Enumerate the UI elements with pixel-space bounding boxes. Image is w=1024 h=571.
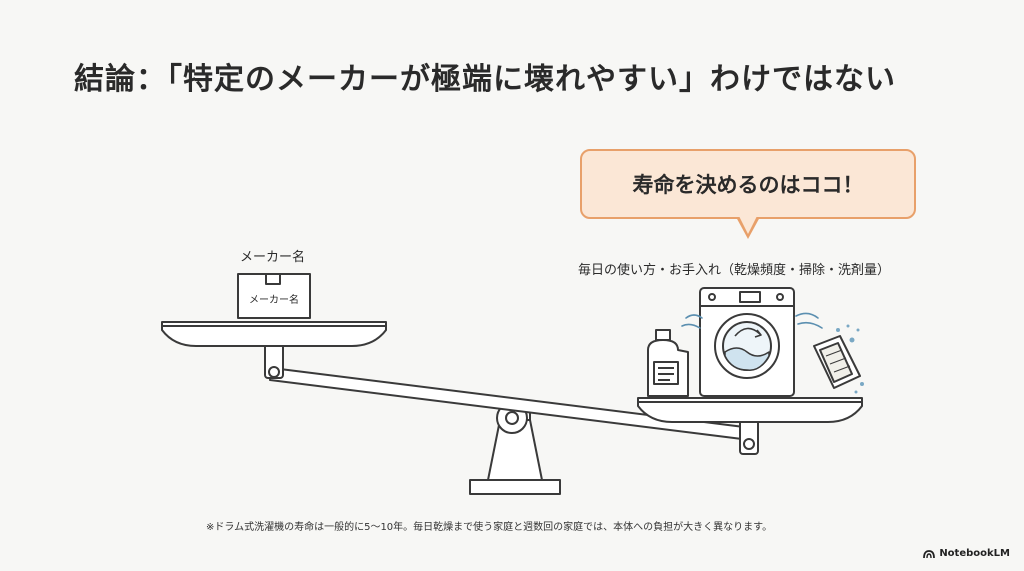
- footnote: ※ドラム式洗濯機の寿命は一般的に5〜10年。毎日乾燥まで使う家庭と週数回の家庭で…: [206, 522, 773, 533]
- brand-name: NotebookLM: [939, 548, 1010, 559]
- right-pan-label: 毎日の使い方・お手入れ（乾燥頻度・掃除・洗剤量）: [578, 263, 891, 278]
- airflow-icon: [681, 312, 823, 329]
- page-title: 結論：「特定のメーカーが極端に壊れやすい」わけではない: [74, 62, 896, 97]
- callout-text: 寿命を決めるのはココ！: [632, 173, 864, 197]
- left-pan-label: メーカー名: [240, 250, 306, 265]
- scale-stand: [487, 419, 543, 481]
- notebook-logo-icon: [923, 549, 936, 558]
- lint-filter-icon: [813, 335, 861, 389]
- maker-box: [237, 273, 311, 319]
- dust-particles-icon: [836, 324, 864, 394]
- detergent-bottle-icon: [647, 329, 689, 397]
- left-pan: [161, 321, 387, 347]
- callout-tail-inner: [739, 216, 757, 234]
- brand-watermark: NotebookLM: [923, 548, 1010, 559]
- callout-bubble: 寿命を決めるのはココ！: [580, 149, 916, 219]
- right-pan: [637, 397, 863, 423]
- maker-box-label: メーカー名: [249, 295, 299, 306]
- washing-machine-icon: [699, 287, 795, 397]
